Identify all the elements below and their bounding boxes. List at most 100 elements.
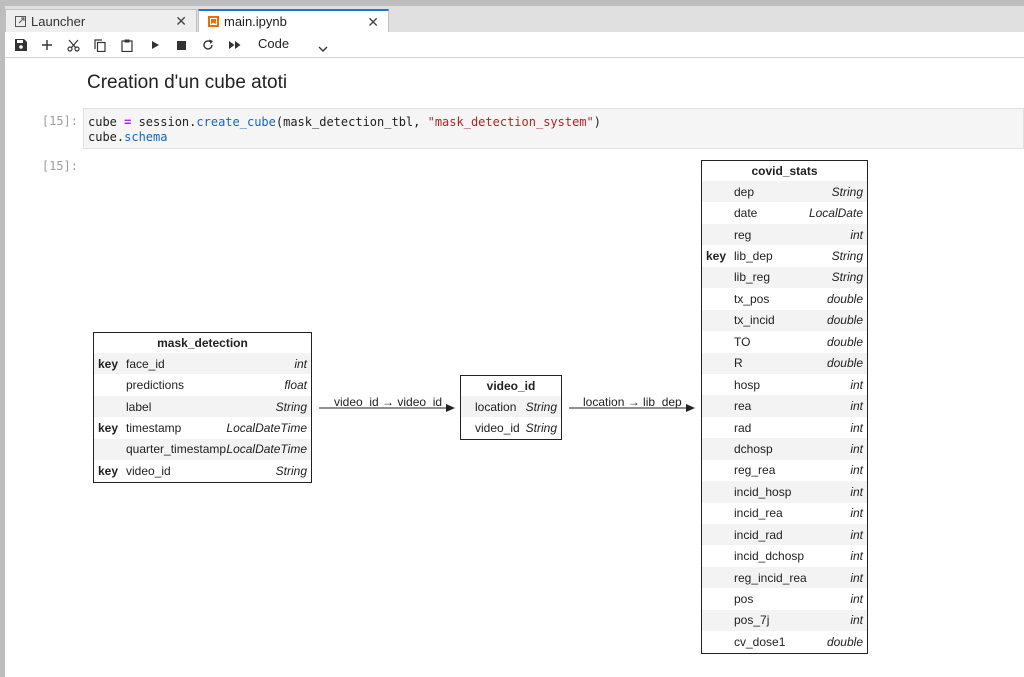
code-token: = [124,115,132,129]
add-cell-icon[interactable] [39,37,55,53]
chevron-down-icon[interactable] [318,40,328,58]
field-row: TO double [702,331,867,352]
field-name: date [734,206,758,221]
field-name: reg_rea [734,463,776,478]
close-icon[interactable]: ✕ [367,14,379,30]
field-key: key [98,421,119,436]
save-icon[interactable] [13,37,29,53]
field-name: timestamp [126,421,182,436]
field-name: tx_incid [734,313,775,328]
tab-main-ipynb[interactable]: main.ipynb ✕ [198,9,389,32]
field-type: double [826,334,863,349]
field-name: video_id [126,463,171,478]
field-type: String [831,270,863,285]
field-type: int [850,592,863,607]
cut-icon[interactable] [65,37,81,53]
notebook-toolbar: Code [5,32,1024,58]
field-type: int [850,441,863,456]
field-row: reg int [702,223,867,246]
markdown-heading: Creation d'un cube atoti [87,72,288,93]
code-cell-input[interactable]: cube = session.create_cube(mask_detectio… [83,108,1024,149]
paste-icon[interactable] [119,37,135,53]
cell-type-select[interactable]: Code [258,36,290,51]
tab-label: main.ipynb [224,14,287,29]
field-type: int [850,420,863,435]
notebook-icon [207,16,219,28]
code-token: cube [88,115,125,129]
field-type: LocalDateTime [226,421,307,436]
field-name: pos_7j [734,613,770,628]
field-type: int [294,356,307,371]
field-type: String [831,184,863,199]
code-token: ) [593,115,601,129]
stop-icon[interactable] [173,37,189,53]
field-name: TO [734,334,751,349]
field-name: incid_dchosp [734,549,805,564]
field-type: int [850,527,863,542]
field-row: dep String [702,181,867,203]
field-type: int [850,227,863,242]
field-type: double [826,291,863,306]
field-name: dep [734,184,755,199]
close-icon[interactable]: ✕ [175,13,187,29]
table-title: covid_stats [751,164,818,178]
copy-icon[interactable] [92,37,108,53]
field-name: lib_dep [734,249,773,264]
field-name: lib_reg [734,270,771,285]
field-type: LocalDate [808,206,863,221]
field-type: double [826,356,863,371]
tab-launcher[interactable]: Launcher ✕ [5,9,197,32]
field-type: int [850,506,863,521]
field-type: int [850,570,863,585]
run-icon[interactable] [147,37,163,53]
field-name: location [475,399,517,414]
restart-icon[interactable] [200,37,216,53]
top-strip [5,0,1024,6]
field-row: reg_rea int [702,460,867,481]
field-name: R [734,356,743,371]
launcher-icon [14,15,26,27]
field-key: key [98,463,119,478]
arrowhead-icon [446,404,455,412]
field-type: int [850,463,863,478]
field-name: incid_rea [734,506,783,521]
field-type: LocalDateTime [226,442,307,457]
output-prompt: [15]: [41,159,78,173]
run-all-icon[interactable] [227,37,243,53]
code-token: "mask_detection_system" [427,115,594,129]
field-row: dchosp int [702,438,867,460]
field-type: int [850,613,863,628]
field-name: label [126,399,152,414]
edge-label: video_id → video_id [334,395,443,409]
field-row: lib_reg String [702,266,867,289]
field-name: reg [734,227,752,242]
edge-label: location → lib_dep [583,395,682,409]
field-name: incid_hosp [734,484,792,499]
field-name: quarter_timestamp [126,442,227,457]
field-name: hosp [734,377,761,392]
tab-label: Launcher [31,13,86,29]
field-type: String [525,421,557,436]
field-name: dchosp [734,441,773,456]
